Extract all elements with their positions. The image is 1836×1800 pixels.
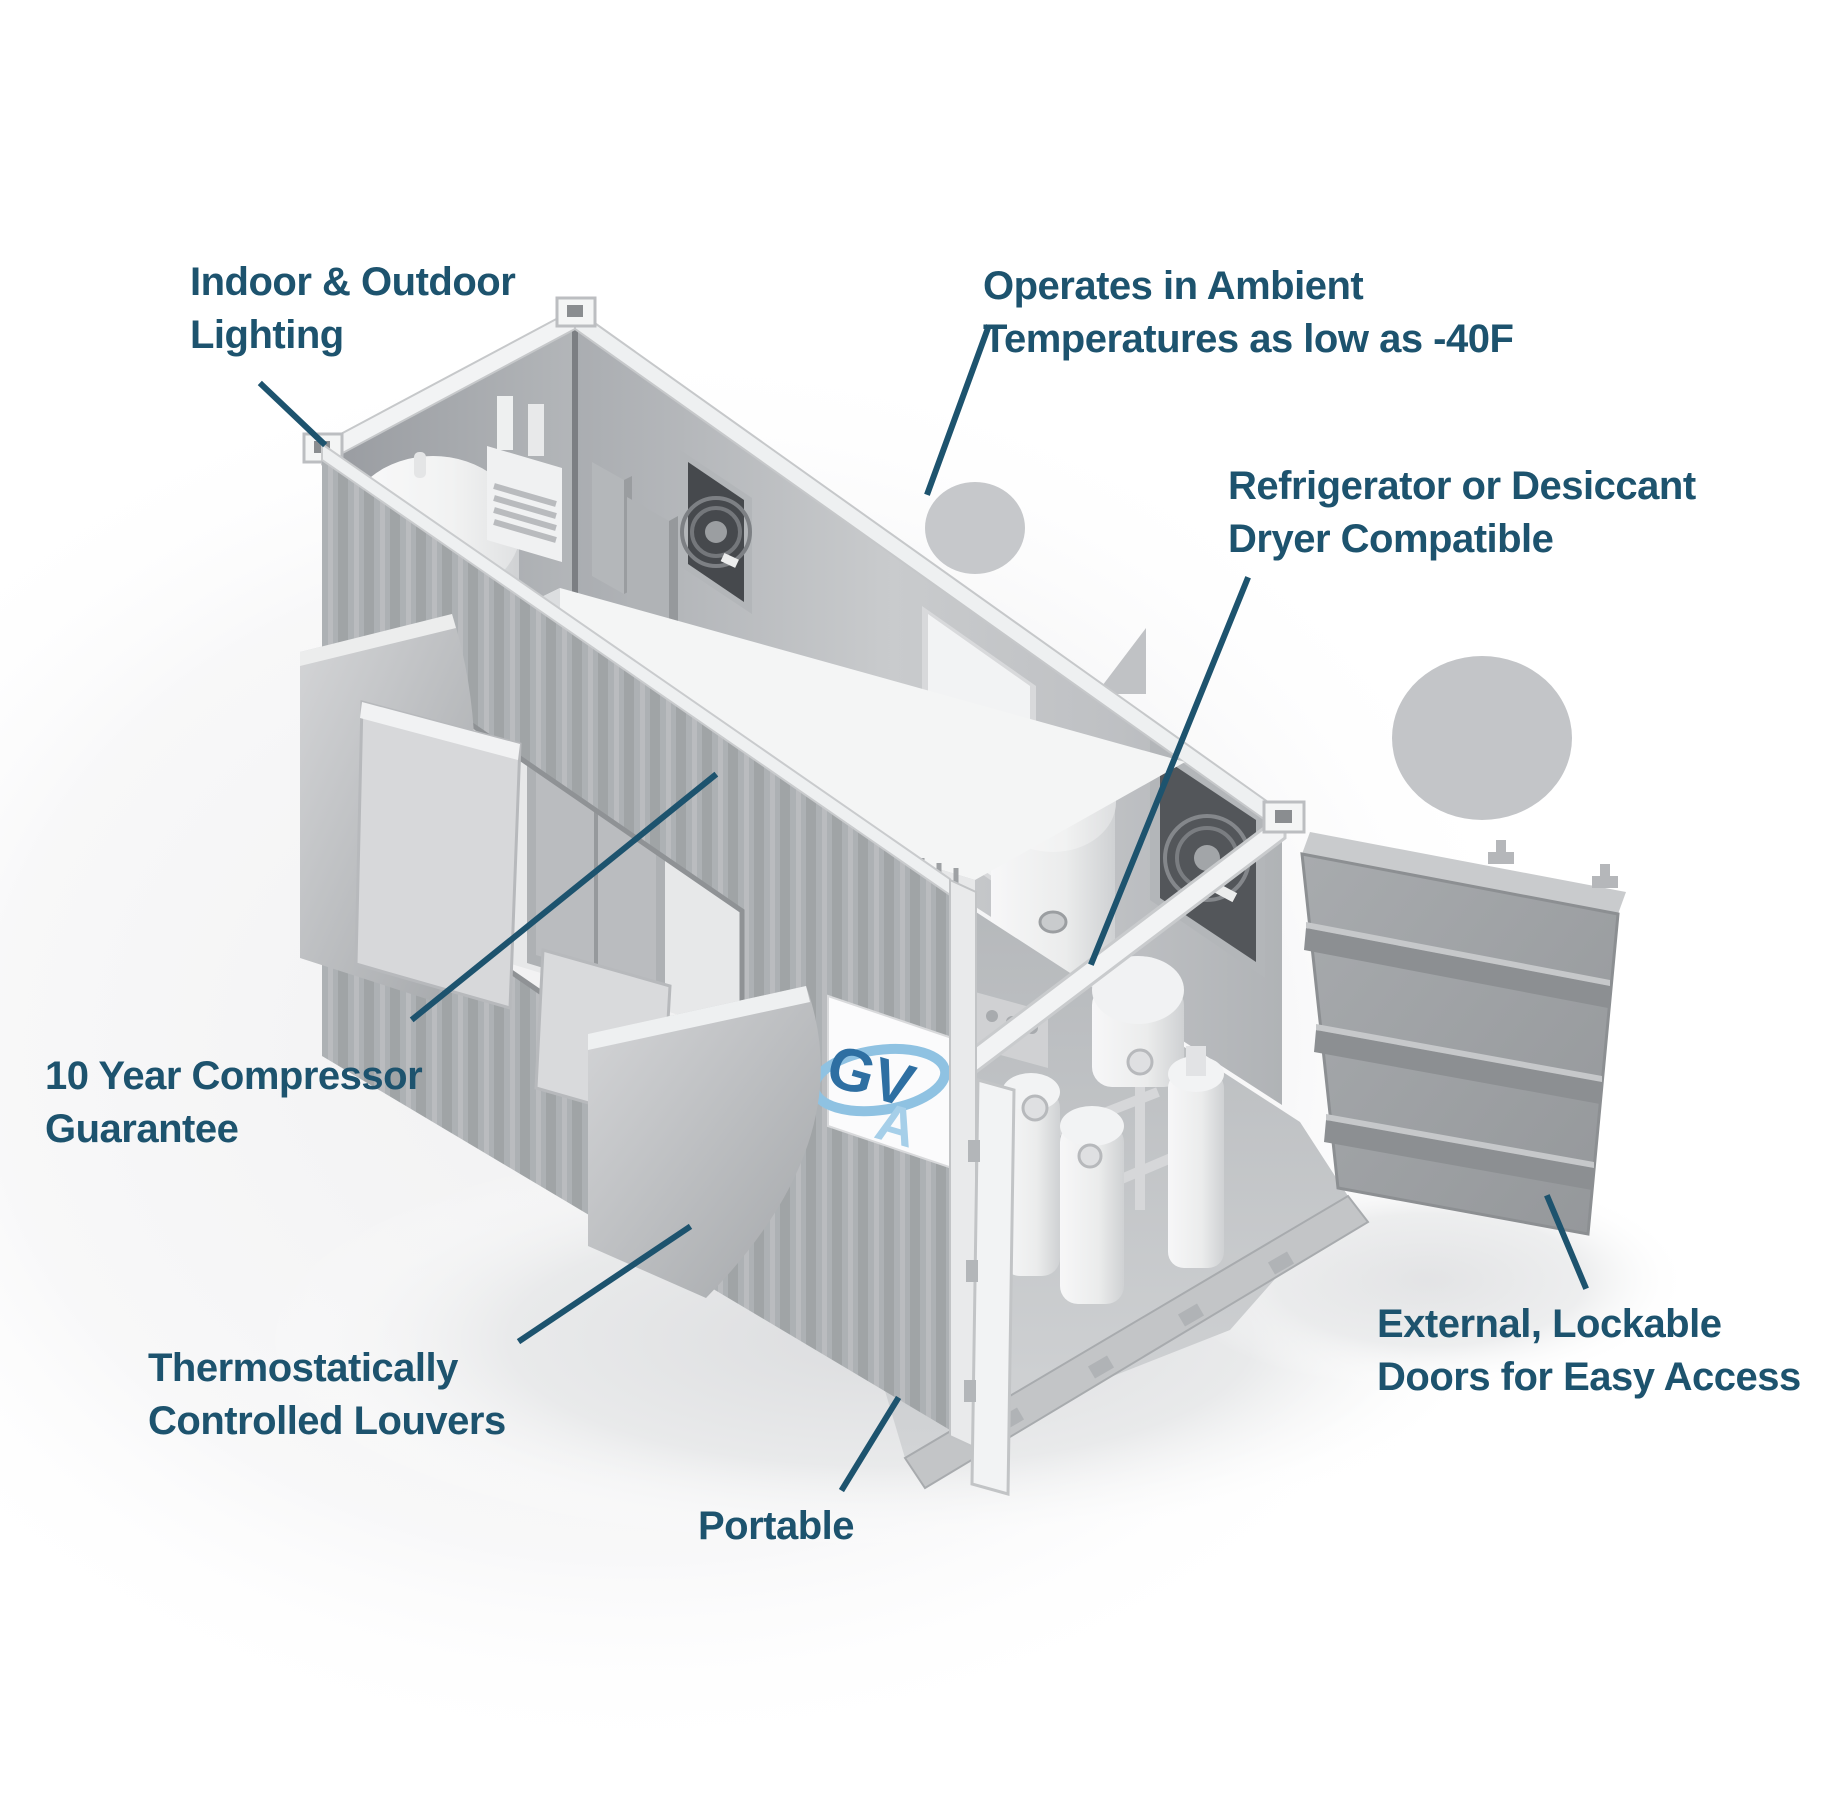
- leader-line-compressor: [409, 771, 719, 1023]
- open-hatch-panel-left: [354, 700, 522, 1010]
- callout-portable: Portable: [698, 1504, 855, 1548]
- louver-hood-center: [588, 986, 821, 1298]
- corner-casting-right: [1262, 800, 1306, 834]
- callout-controlled-louvers: Thermostatically Controlled Louvers: [148, 1346, 506, 1443]
- callout-lockable-doors: External, Lockable Doors for Easy Access: [1377, 1302, 1801, 1399]
- leader-line-lighting: [257, 380, 328, 448]
- external-door-open: [1300, 832, 1626, 1236]
- leader-line-portable: [838, 1395, 902, 1493]
- small-receiver-tank: [1092, 956, 1184, 1087]
- exhaust-fan-left: [680, 450, 752, 614]
- callout-compressor-guarantee: 10 Year Compressor Guarantee: [45, 1054, 423, 1151]
- louver-hood-back-small: [925, 482, 1025, 574]
- leader-line-ambient: [924, 324, 992, 496]
- gva-sign: GV A: [809, 994, 968, 1178]
- front-corner-post: [949, 878, 977, 1450]
- leader-line-dryer: [1088, 576, 1251, 966]
- callout-indoor-outdoor-lighting: Indoor & Outdoor Lighting: [190, 260, 516, 357]
- leader-line-louvers: [516, 1223, 693, 1345]
- twist-lock-stubs: [1488, 840, 1618, 888]
- leader-line-doors: [1544, 1194, 1589, 1290]
- door-shelves: [1304, 928, 1610, 1190]
- wall-heater: [487, 396, 562, 562]
- open-door-front-leaf: [964, 1078, 1016, 1496]
- callout-dryer-compatible: Refrigerator or Desiccant Dryer Compatib…: [1228, 464, 1696, 561]
- louver-hood-rear-right: [1392, 656, 1572, 820]
- callout-ambient-temperature: Operates in Ambient Temperatures as low …: [983, 264, 1514, 361]
- corner-casting-back: [555, 296, 597, 328]
- louver-hood-back-triangle: [1096, 628, 1146, 694]
